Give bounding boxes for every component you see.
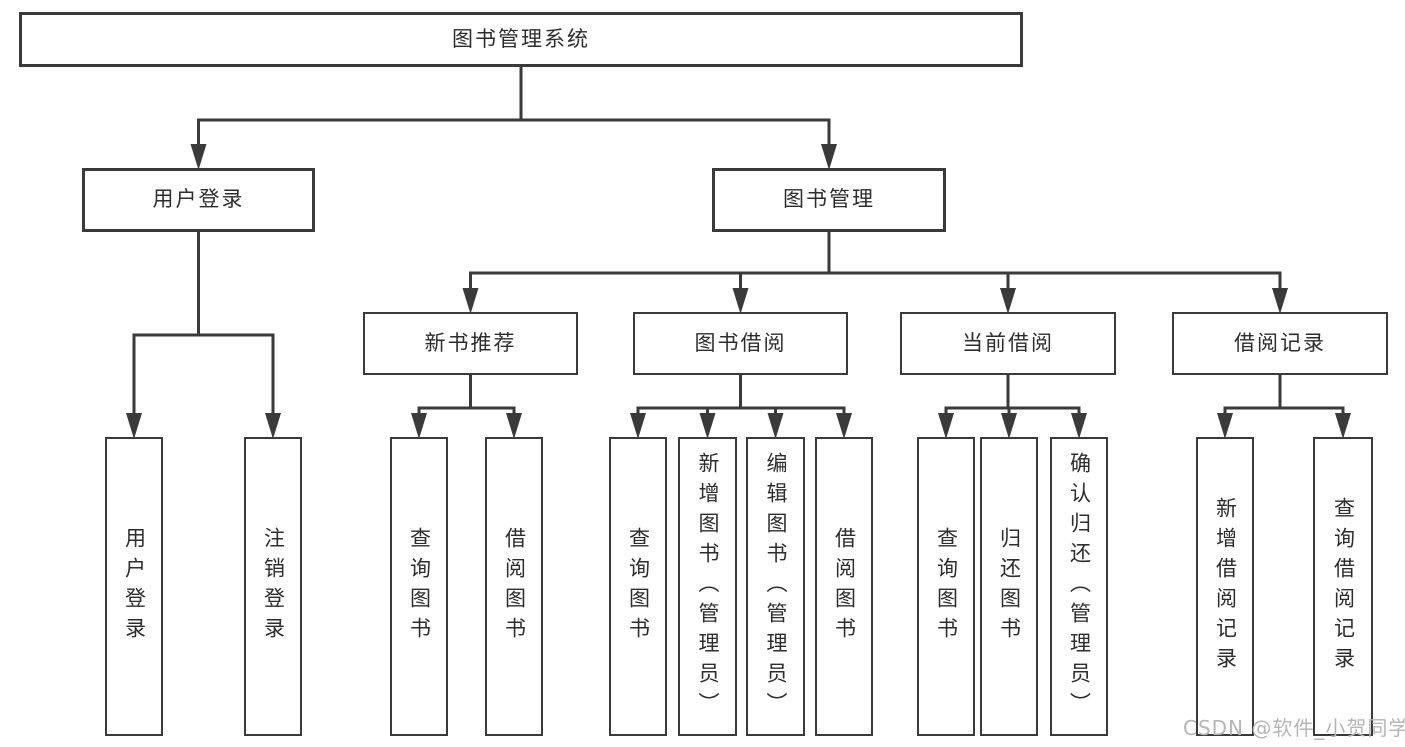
node-new-book-recommendation: 新书推荐 bbox=[363, 312, 578, 375]
leaf-add-book-admin: 新增图书（管理员） bbox=[678, 437, 737, 736]
node-label: 查询图书 bbox=[626, 526, 651, 647]
node-label: 新书推荐 bbox=[424, 330, 517, 355]
leaf-return-books: 归还图书 bbox=[980, 437, 1038, 736]
node-label: 图书借阅 bbox=[694, 330, 787, 355]
leaf-add-borrow-record: 新增借阅记录 bbox=[1196, 437, 1254, 736]
node-label: 图书管理 bbox=[783, 187, 875, 212]
leaf-edit-book-admin: 编辑图书（管理员） bbox=[746, 437, 805, 736]
csdn-watermark: CSDN @软件_小贺同学 bbox=[1183, 716, 1405, 740]
node-label: 借阅记录 bbox=[1234, 330, 1326, 355]
node-label: 归还图书 bbox=[997, 526, 1022, 647]
node-label: 新增图书（管理员） bbox=[696, 451, 720, 722]
node-label: 借阅图书 bbox=[502, 526, 527, 647]
leaf-query-books: 查询图书 bbox=[609, 437, 667, 736]
node-book-borrowing: 图书借阅 bbox=[633, 312, 848, 375]
node-label: 确认归还（管理员） bbox=[1067, 451, 1092, 722]
leaf-query-borrow-record: 查询借阅记录 bbox=[1313, 437, 1373, 736]
node-current-borrowing: 当前借阅 bbox=[900, 312, 1116, 375]
node-book-management: 图书管理 bbox=[712, 168, 946, 232]
node-label: 用户登录 bbox=[152, 187, 245, 212]
leaf-confirm-return-admin: 确认归还（管理员） bbox=[1050, 437, 1108, 736]
leaf-query-books: 查询图书 bbox=[390, 437, 448, 736]
node-label: 新增借阅记录 bbox=[1213, 496, 1238, 677]
leaf-borrow-books: 借阅图书 bbox=[485, 437, 543, 736]
node-label: 用户登录 bbox=[122, 526, 147, 647]
node-label: 查询图书 bbox=[934, 526, 959, 647]
node-label: 查询图书 bbox=[407, 526, 432, 647]
leaf-logout: 注销登录 bbox=[244, 437, 302, 736]
node-label: 编辑图书（管理员） bbox=[764, 451, 788, 722]
node-library-management-system: 图书管理系统 bbox=[19, 12, 1023, 67]
node-label: 注销登录 bbox=[261, 526, 286, 647]
leaf-query-books: 查询图书 bbox=[917, 437, 975, 736]
node-user-login: 用户登录 bbox=[82, 168, 315, 232]
leaf-user-login: 用户登录 bbox=[105, 437, 163, 736]
node-label: 查询借阅记录 bbox=[1331, 496, 1356, 677]
node-label: 当前借阅 bbox=[962, 330, 1054, 355]
node-borrowing-records: 借阅记录 bbox=[1172, 312, 1388, 375]
leaf-borrow-books: 借阅图书 bbox=[815, 437, 873, 736]
node-label: 借阅图书 bbox=[832, 526, 857, 647]
node-label: 图书管理系统 bbox=[452, 26, 590, 51]
